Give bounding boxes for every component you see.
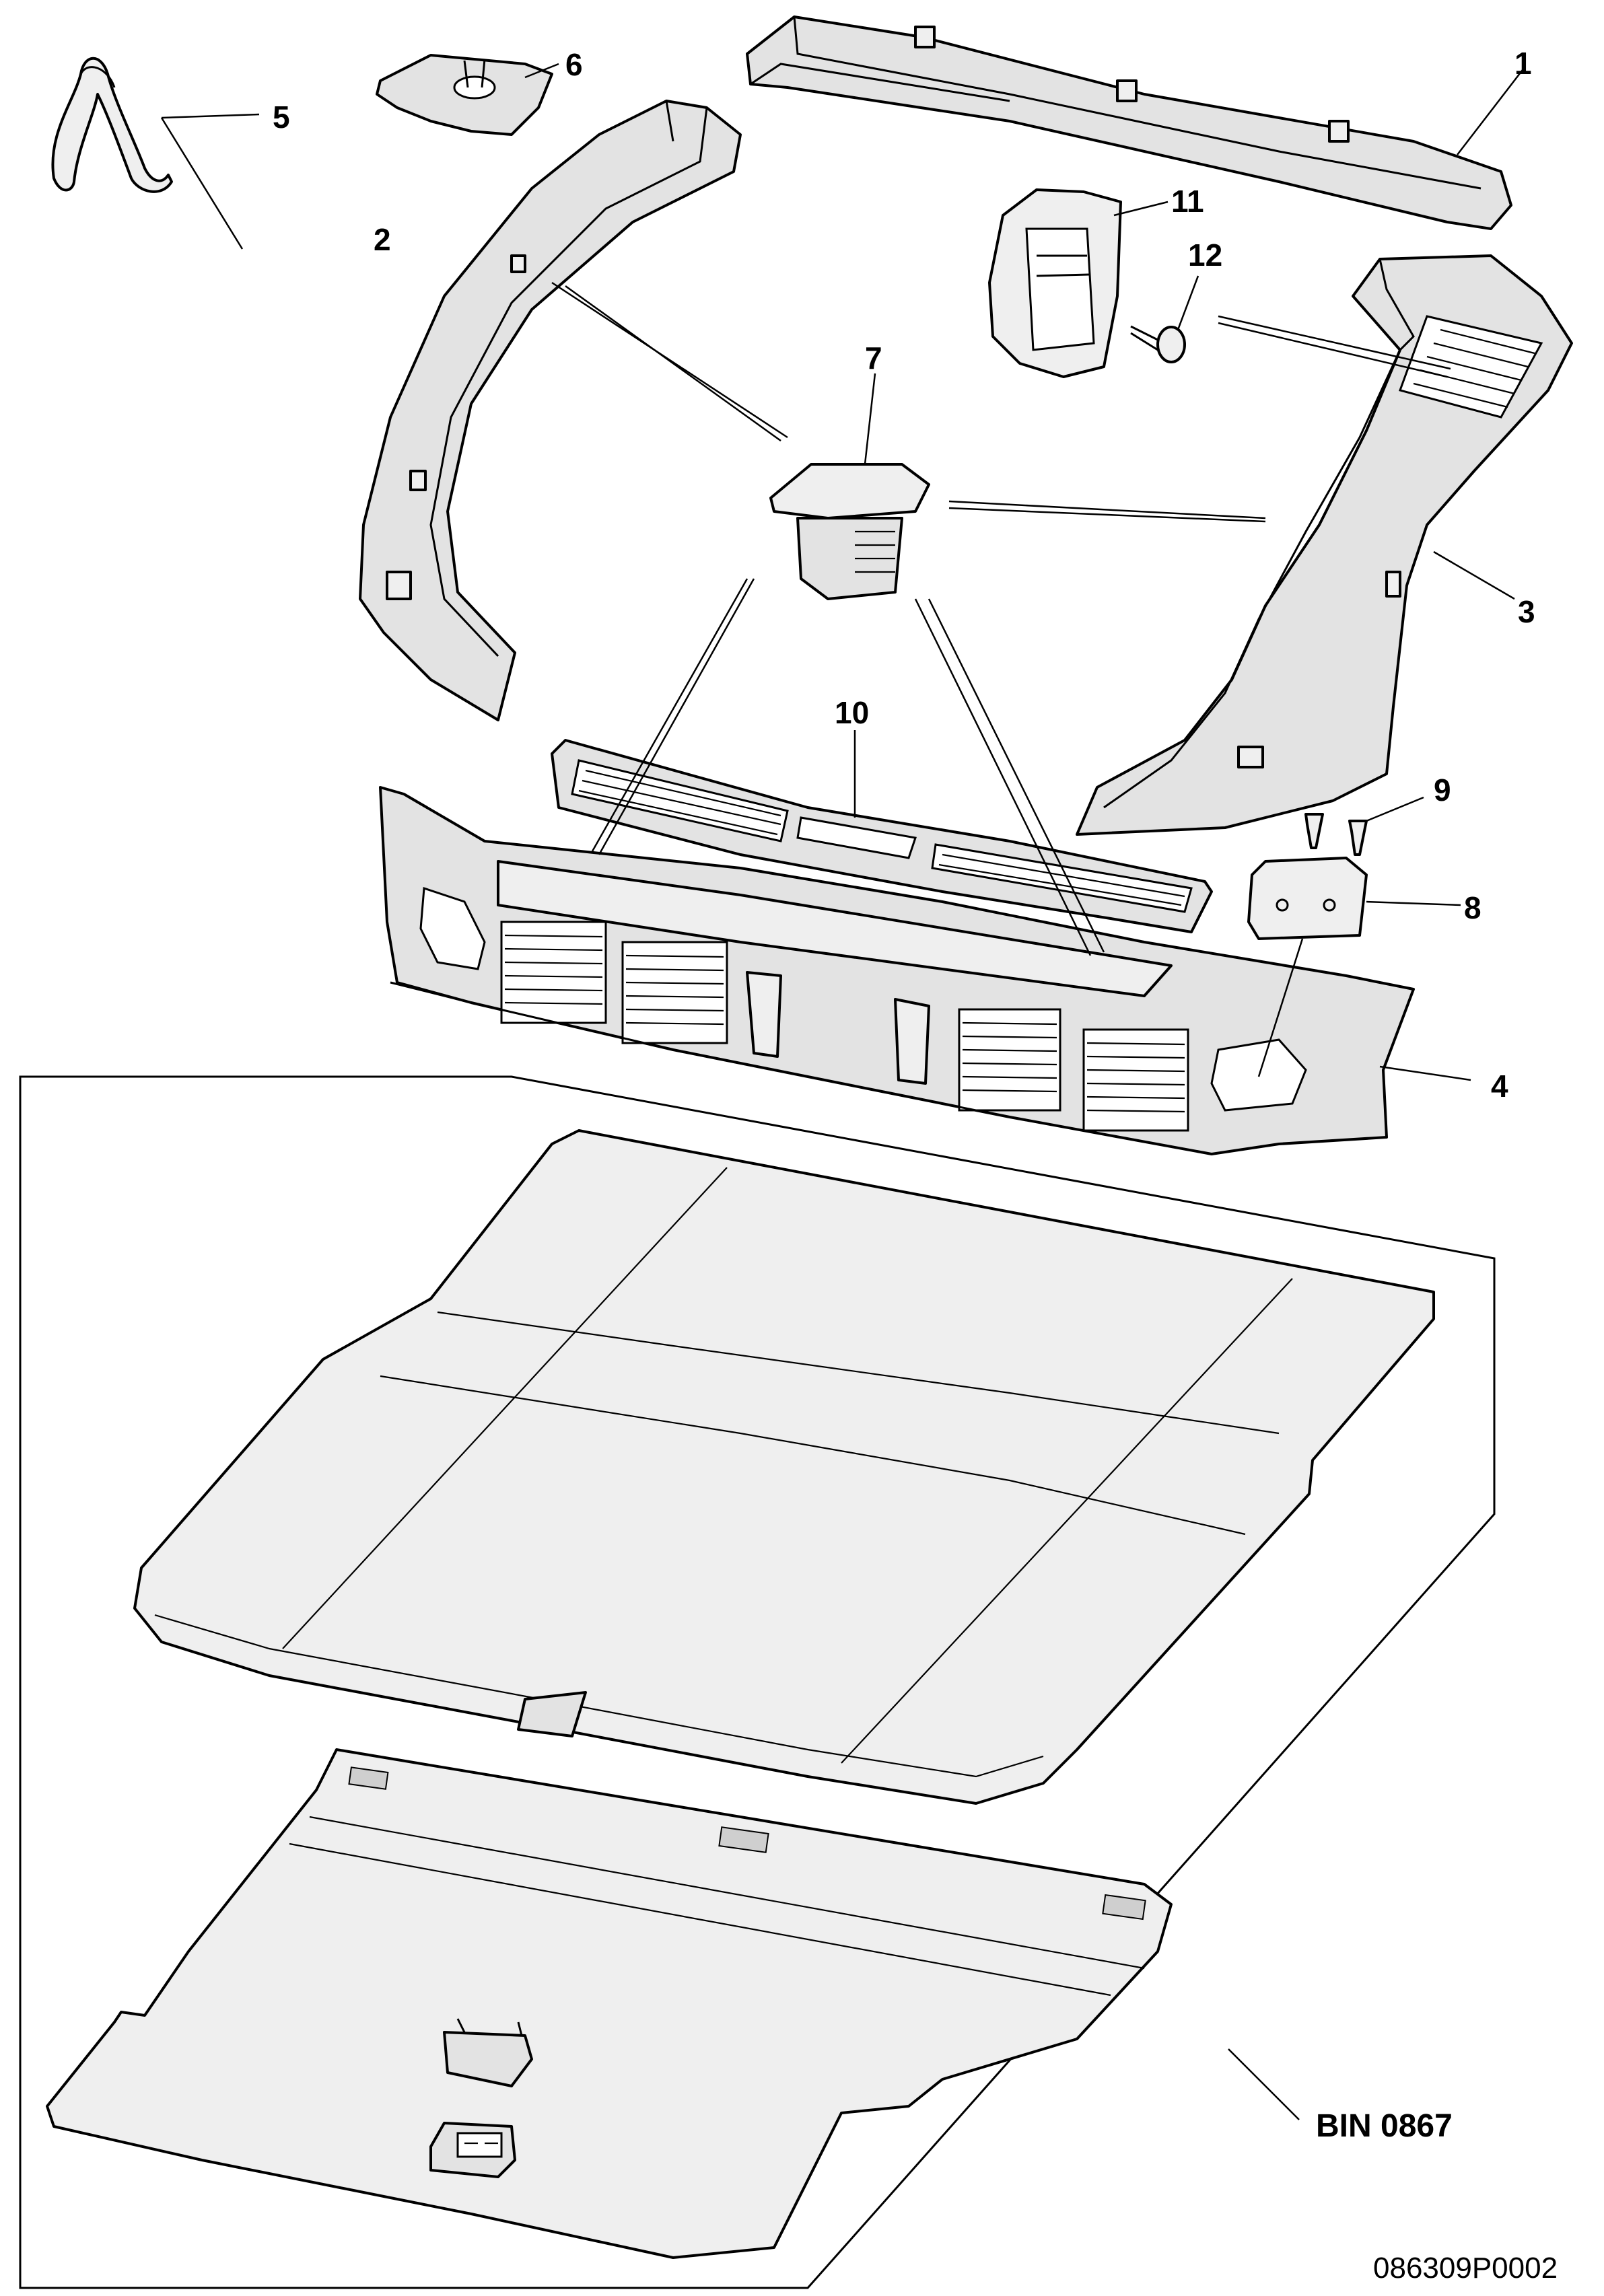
callout-1: 1 <box>1514 46 1532 81</box>
part-4-left-vents <box>500 921 728 1044</box>
callout-9: 9 <box>1434 773 1451 808</box>
load-floor-cover <box>46 1748 1173 2259</box>
callout-3: 3 <box>1518 594 1535 629</box>
part-10-upper-grille-trim <box>551 739 1213 933</box>
bin-label: BIN 0867 <box>1316 2108 1453 2144</box>
floor-latch <box>429 2122 516 2178</box>
callout-10: 10 <box>835 695 869 730</box>
part-5-spring-clip <box>51 57 173 193</box>
part-4-right-vents <box>958 1008 1189 1132</box>
part-1-upper-rail-trim <box>746 15 1512 230</box>
callout-8: 8 <box>1464 890 1481 925</box>
callout-12: 12 <box>1188 238 1222 273</box>
part-4-left-pocket <box>419 886 486 970</box>
clip-locator-lines <box>551 281 1451 1077</box>
callout-2: 2 <box>374 222 391 257</box>
floor-group-frame <box>19 1075 1496 2289</box>
part-9-screws <box>1304 813 1368 856</box>
callout-4: 4 <box>1491 1069 1508 1104</box>
part-6-clip-nut <box>376 54 553 136</box>
floor-carpet <box>133 1129 1435 1805</box>
callout-leaders <box>160 63 1525 2120</box>
part-3-right-pillar-trim <box>1076 254 1573 836</box>
callout-5: 5 <box>273 100 290 135</box>
part-7-trim-clip <box>769 463 930 600</box>
part-8-cover-cap <box>1247 857 1368 940</box>
callout-7: 7 <box>865 340 882 375</box>
callout-labels: 1 2 3 4 5 6 7 8 9 10 11 12 <box>273 46 1535 1104</box>
callout-6: 6 <box>565 47 583 82</box>
part-4-rear-panel-trim <box>379 786 1415 1155</box>
part-11-handle-bezel <box>988 188 1122 378</box>
document-code: 086309P0002 <box>1373 2252 1558 2285</box>
part-2-left-pillar-trim <box>359 100 742 721</box>
callout-11: 11 <box>1171 184 1204 219</box>
floor-lift-handle <box>443 2018 533 2087</box>
part-12-screw <box>1130 325 1186 363</box>
part-3-vent-grille <box>1399 315 1543 419</box>
